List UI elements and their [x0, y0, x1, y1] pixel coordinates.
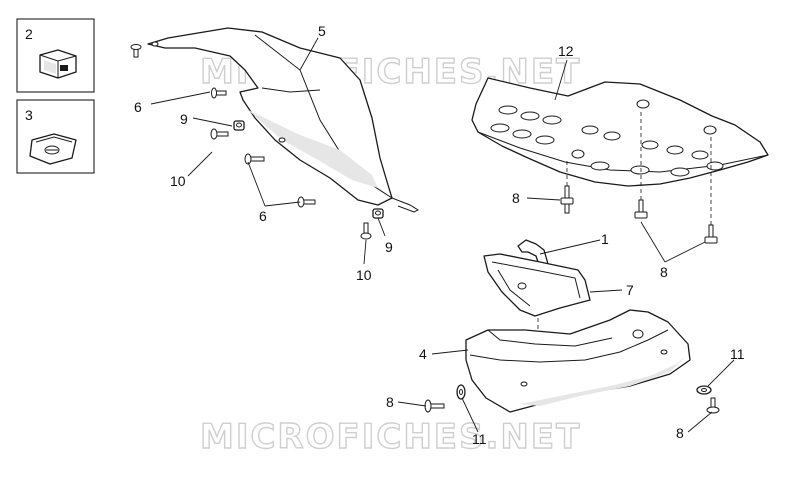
- callout-8-skid: 8: [512, 190, 520, 206]
- leader-lines: [150, 37, 735, 433]
- washer-11-right: [696, 385, 712, 395]
- screw-8-skid-left: [560, 185, 574, 214]
- callout-9-top: 9: [180, 111, 188, 127]
- callout-8-pan-left: 8: [386, 394, 394, 410]
- screw-8-skid-mid: [634, 199, 648, 219]
- inset-part-3: 3: [16, 99, 95, 174]
- screw-6-mid: [211, 87, 227, 99]
- callout-4: 4: [419, 346, 427, 362]
- screw-8-skid-right: [704, 224, 718, 244]
- belly-pan: [465, 309, 691, 413]
- screw-10-bottom: [360, 222, 372, 240]
- callout-9-bottom: 9: [385, 239, 393, 255]
- inset-part-2: 2: [16, 18, 95, 93]
- callout-8-skid-lower: 8: [660, 264, 668, 280]
- grommet-9-top: [233, 120, 245, 131]
- callout-10-top: 10: [170, 173, 186, 189]
- cage-nut-icon: [39, 49, 77, 79]
- callout-10-bottom: 10: [356, 267, 372, 283]
- watermark-bottom: MICROFICHES.NET: [200, 417, 581, 457]
- callout-1: 1: [601, 231, 609, 247]
- skid-plate: [471, 77, 769, 187]
- side-fairing-panel: [147, 27, 420, 213]
- skid-plate-vents: [490, 99, 724, 177]
- callout-8-pan-right: 8: [676, 425, 684, 441]
- screw-6-top: [130, 44, 142, 58]
- callout-6-bottom: 6: [259, 208, 267, 224]
- screw-10-top: [210, 128, 229, 140]
- inset-label-3: 3: [25, 107, 33, 123]
- callout-11-left: 11: [472, 431, 487, 447]
- callout-7: 7: [626, 282, 634, 298]
- washer-11-left: [456, 384, 466, 400]
- speed-clip-icon: [29, 133, 77, 165]
- grommet-9-bottom: [372, 208, 384, 219]
- screw-6-lower-b: [297, 196, 316, 208]
- screw-8-pan-right: [706, 397, 720, 414]
- callout-6-top: 6: [134, 99, 142, 115]
- callout-12: 12: [558, 43, 574, 59]
- screw-8-pan-left: [424, 399, 445, 413]
- callout-11-right: 11: [730, 346, 745, 362]
- inner-tray: [483, 253, 591, 317]
- screw-6-lower-a: [244, 153, 265, 165]
- callout-5: 5: [318, 23, 326, 39]
- inset-label-2: 2: [25, 26, 33, 42]
